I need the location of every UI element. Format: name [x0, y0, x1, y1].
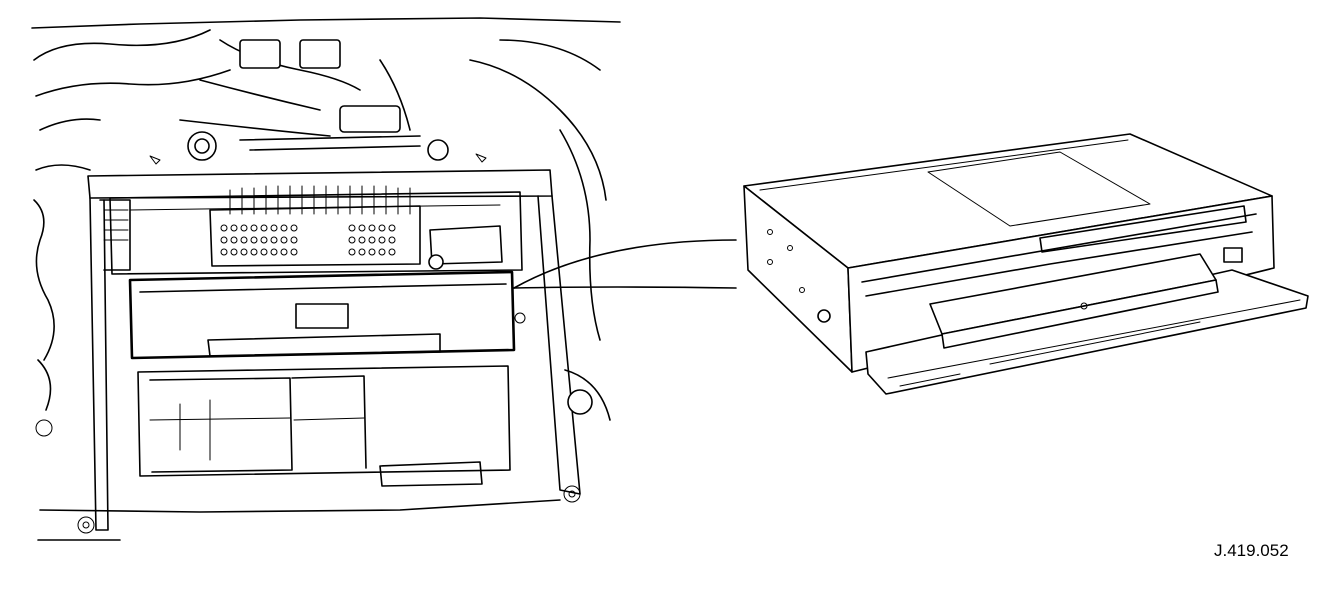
- heat-sink-fins: [229, 185, 411, 215]
- vent-pattern-right: [348, 224, 396, 256]
- vent-pattern-left: [220, 224, 298, 256]
- dashboard-installation-view: [31, 17, 621, 541]
- mounting-frame: [77, 153, 581, 534]
- radio-head-unit: [99, 185, 523, 275]
- reference-code: J.419.052: [1214, 541, 1289, 560]
- callout-leader: [513, 239, 737, 289]
- cd-changer-unit-detail: [743, 133, 1309, 395]
- surrounding-trim: [31, 17, 621, 541]
- wiring-loom: [179, 39, 449, 161]
- installed-cd-changer: [128, 270, 526, 360]
- lower-modules: [35, 365, 593, 487]
